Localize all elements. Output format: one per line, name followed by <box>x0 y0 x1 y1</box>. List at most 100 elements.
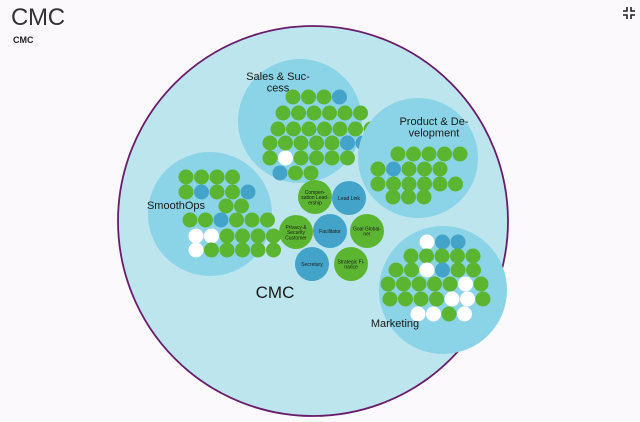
role-circle[interactable] <box>332 121 348 137</box>
role-circle[interactable] <box>229 212 244 228</box>
role-circle[interactable] <box>244 212 260 228</box>
role-circle[interactable] <box>411 276 427 292</box>
role-circle[interactable] <box>293 135 309 151</box>
role-circle[interactable] <box>204 228 219 244</box>
role-circle[interactable] <box>416 189 432 205</box>
role-circle[interactable] <box>240 184 256 200</box>
role-circle[interactable] <box>370 161 386 177</box>
role-circle[interactable] <box>401 176 417 192</box>
role-circle[interactable] <box>275 105 291 121</box>
role-circle[interactable] <box>417 161 432 177</box>
role-circle[interactable] <box>182 212 198 228</box>
role-circle[interactable] <box>448 176 463 192</box>
role-circle[interactable] <box>340 135 355 151</box>
role-circle[interactable] <box>410 306 426 322</box>
role-circle[interactable] <box>332 89 347 105</box>
role-circle[interactable] <box>291 105 306 121</box>
role-circle[interactable] <box>340 150 355 166</box>
role-circle[interactable] <box>417 176 432 192</box>
role-circle[interactable] <box>419 234 435 250</box>
role-circle[interactable] <box>385 189 401 205</box>
role-circle[interactable] <box>348 121 363 137</box>
role-circle[interactable] <box>465 248 481 264</box>
role-circle[interactable] <box>427 276 442 292</box>
role-circle[interactable] <box>309 135 324 151</box>
role-circle[interactable] <box>213 212 229 228</box>
role-circle[interactable] <box>432 176 448 192</box>
role-circle[interactable] <box>316 89 332 105</box>
role-circle[interactable] <box>388 262 404 278</box>
role-circle[interactable] <box>386 176 401 192</box>
core-role-circle[interactable] <box>313 214 347 248</box>
role-circle[interactable] <box>324 135 340 151</box>
role-circle[interactable] <box>260 212 275 228</box>
role-circle[interactable] <box>460 291 475 307</box>
role-circle[interactable] <box>262 150 278 166</box>
role-circle[interactable] <box>432 161 448 177</box>
role-circle[interactable] <box>250 228 266 244</box>
role-circle[interactable] <box>209 184 225 200</box>
role-circle[interactable] <box>403 248 419 264</box>
role-circle[interactable] <box>225 184 240 200</box>
role-circle[interactable] <box>178 169 194 185</box>
role-circle[interactable] <box>429 291 444 307</box>
role-circle[interactable] <box>262 135 278 151</box>
role-circle[interactable] <box>278 150 293 166</box>
role-circle[interactable] <box>475 291 491 307</box>
role-circle[interactable] <box>322 105 337 121</box>
role-circle[interactable] <box>450 234 466 250</box>
role-circle[interactable] <box>324 150 340 166</box>
role-circle[interactable] <box>337 105 353 121</box>
role-circle[interactable] <box>235 242 250 258</box>
role-circle[interactable] <box>380 276 396 292</box>
role-circle[interactable] <box>386 161 401 177</box>
role-circle[interactable] <box>401 161 417 177</box>
role-circle[interactable] <box>370 176 386 192</box>
role-circle[interactable] <box>301 121 317 137</box>
role-circle[interactable] <box>390 146 406 162</box>
role-circle[interactable] <box>250 242 266 258</box>
role-circle[interactable] <box>270 121 286 137</box>
role-circle[interactable] <box>435 234 450 250</box>
role-circle[interactable] <box>306 105 322 121</box>
role-circle[interactable] <box>441 306 457 322</box>
role-circle[interactable] <box>225 169 240 185</box>
role-circle[interactable] <box>473 276 489 292</box>
role-circle[interactable] <box>452 146 468 162</box>
core-role-circle[interactable] <box>279 215 313 249</box>
role-circle[interactable] <box>278 135 293 151</box>
role-circle[interactable] <box>442 276 458 292</box>
role-circle[interactable] <box>301 89 316 105</box>
role-circle[interactable] <box>426 306 441 322</box>
role-circle[interactable] <box>204 242 219 258</box>
role-circle[interactable] <box>435 262 450 278</box>
role-circle[interactable] <box>317 121 332 137</box>
role-circle[interactable] <box>285 89 301 105</box>
role-circle[interactable] <box>444 291 460 307</box>
core-role-circle[interactable] <box>332 181 366 215</box>
role-circle[interactable] <box>450 262 466 278</box>
role-circle[interactable] <box>353 105 368 121</box>
role-circle[interactable] <box>272 165 288 181</box>
role-circle[interactable] <box>406 146 421 162</box>
role-circle[interactable] <box>286 121 301 137</box>
role-circle[interactable] <box>382 291 398 307</box>
role-circle[interactable] <box>188 228 204 244</box>
role-circle[interactable] <box>178 184 194 200</box>
role-circle[interactable] <box>219 242 235 258</box>
role-circle[interactable] <box>309 150 324 166</box>
role-circle[interactable] <box>396 276 411 292</box>
role-circle[interactable] <box>401 189 416 205</box>
core-role-circle[interactable] <box>334 247 368 281</box>
role-circle[interactable] <box>413 291 429 307</box>
role-circle[interactable] <box>235 228 250 244</box>
core-role-circle[interactable] <box>350 214 384 248</box>
role-circle[interactable] <box>404 262 419 278</box>
role-circle[interactable] <box>194 169 209 185</box>
role-circle[interactable] <box>219 228 235 244</box>
core-role-circle[interactable] <box>295 247 329 281</box>
role-circle[interactable] <box>437 146 452 162</box>
role-circle[interactable] <box>288 165 303 181</box>
core-role-circle[interactable] <box>298 180 332 214</box>
